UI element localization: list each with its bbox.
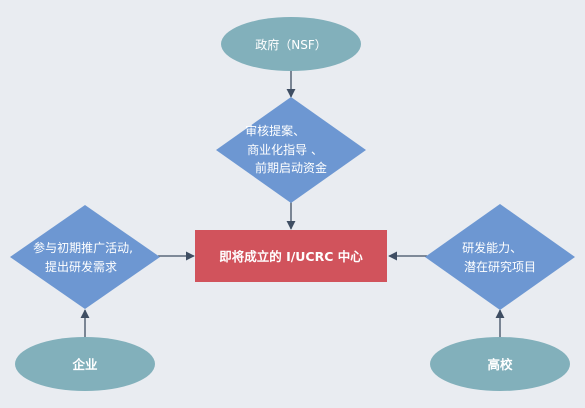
node-enterprise-role-shape — [10, 205, 160, 309]
node-university-shape — [430, 337, 570, 391]
node-review-label: 审核提案、 商业化指导 、 前期启动资金 — [245, 123, 327, 175]
node-enterprise-shape — [15, 337, 155, 391]
node-review: 审核提案、 商业化指导 、 前期启动资金 — [216, 97, 366, 203]
node-university-role-shape — [425, 204, 575, 310]
node-government-label: 政府（NSF） — [255, 37, 327, 52]
node-university-label: 高校 — [487, 357, 513, 372]
edges — [80, 70, 505, 339]
node-center-label: 即将成立的 I/UCRC 中心 — [219, 249, 363, 264]
node-enterprise-role-label: 参与初期推广活动, 提出研发需求 — [33, 240, 137, 274]
node-university-role-label: 研发能力、 潜在研究项目 — [462, 240, 536, 274]
node-enterprise-label: 企业 — [71, 357, 98, 372]
node-university-role: 研发能力、 潜在研究项目 — [425, 204, 575, 310]
node-government: 政府（NSF） — [221, 17, 361, 71]
node-government-shape — [221, 17, 361, 71]
node-enterprise-role: 参与初期推广活动, 提出研发需求 — [10, 205, 160, 309]
node-center-shape — [195, 230, 387, 282]
node-enterprise: 企业 — [15, 337, 155, 391]
node-review-shape — [216, 97, 366, 203]
node-center: 即将成立的 I/UCRC 中心 — [195, 230, 387, 282]
node-university: 高校 — [430, 337, 570, 391]
